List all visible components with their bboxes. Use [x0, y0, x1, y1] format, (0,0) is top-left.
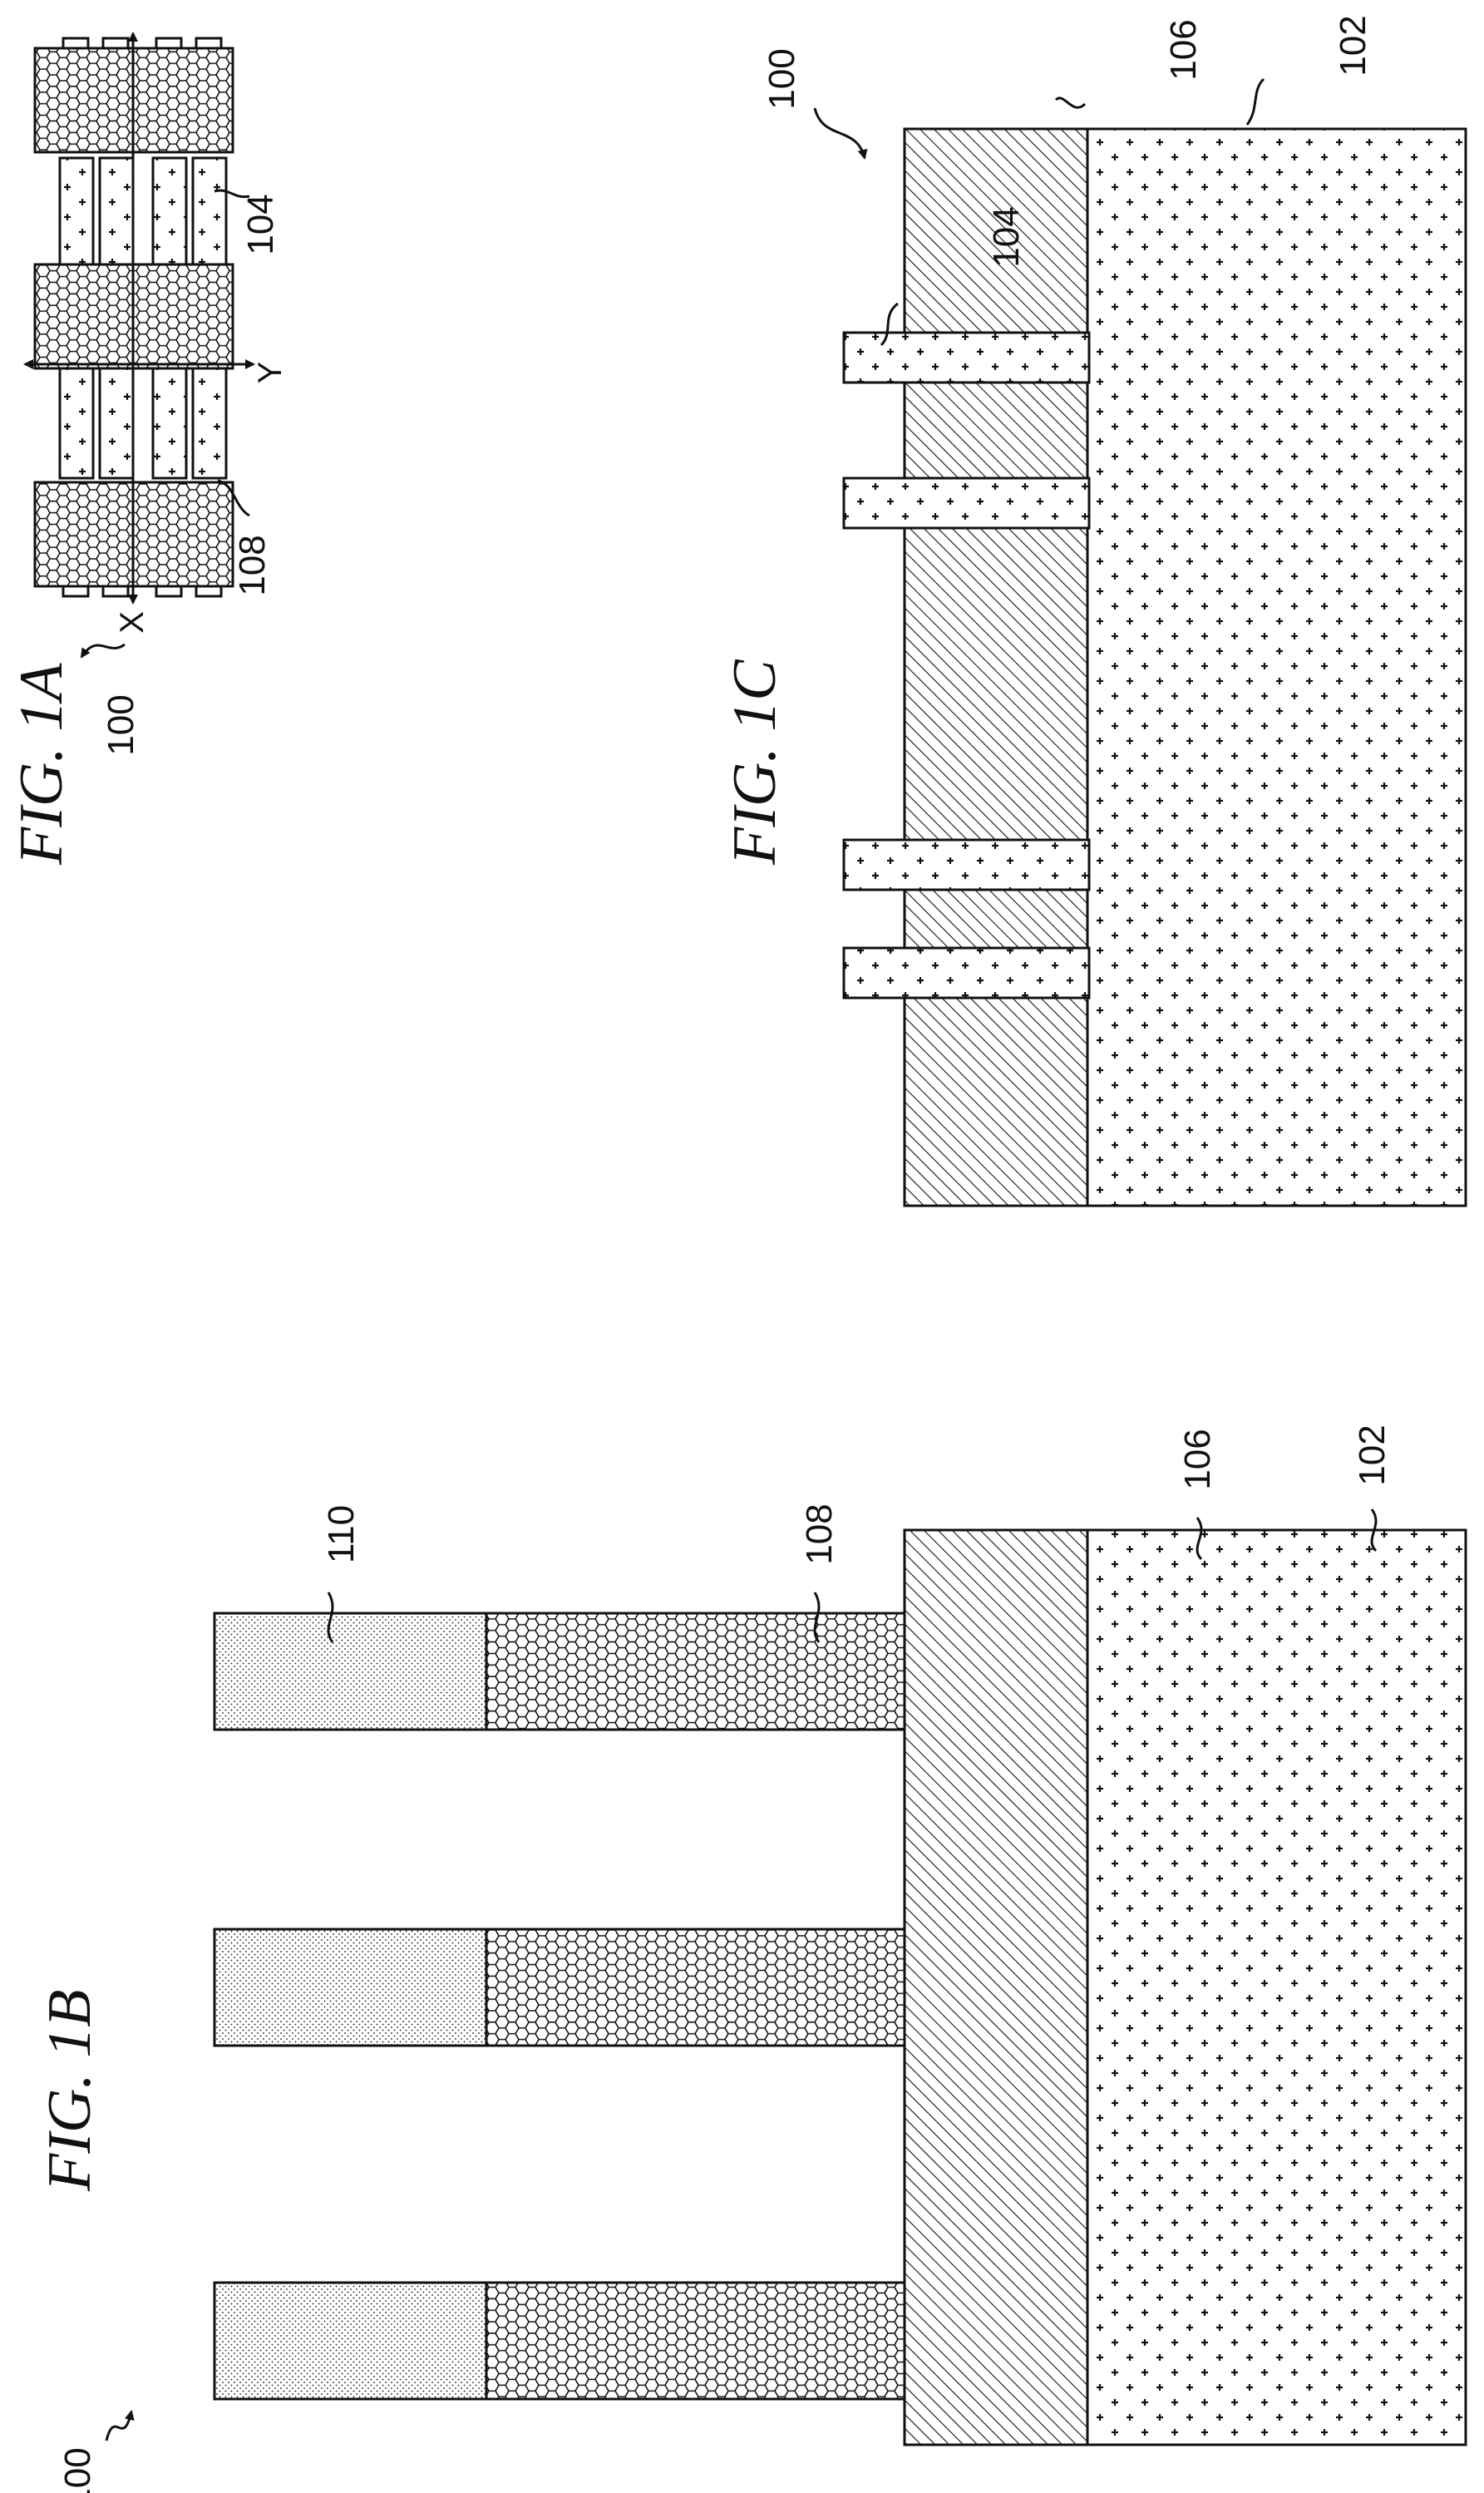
ref-102-1b: 102: [1352, 1424, 1393, 1485]
ref-100-1a: 100: [101, 694, 141, 755]
ref-106-1b: 106: [1177, 1429, 1218, 1489]
substrate-102-1c: [1087, 129, 1466, 1206]
substrate-102-1b: [1087, 1530, 1466, 2445]
figure-1a: X Y 104 108 100 FIG. 1A: [7, 33, 288, 866]
x-axis-label: X: [114, 611, 150, 634]
ref-108-1a: 108: [232, 535, 273, 595]
ref-102-1c: 102: [1333, 15, 1373, 76]
figure-1c-title: FIG. 1C: [721, 659, 789, 866]
isolation-106-1c: [905, 129, 1087, 1206]
leader-106-1c: [1056, 98, 1085, 107]
y-axis-label: Y: [252, 362, 288, 384]
ref-106-1c: 106: [1163, 19, 1204, 80]
ref-108-1b: 108: [799, 1503, 840, 1564]
ref-100-1b: 100: [57, 2447, 98, 2493]
arrow-100-1c: [815, 108, 865, 158]
arrow-100-1b: [106, 2412, 131, 2441]
ref-100-1c: 100: [762, 48, 802, 109]
isolation-106-1b: [905, 1530, 1087, 2445]
figure-1c: 106 102 104 100 FIG. 1C: [721, 15, 1466, 1206]
figure-1b: 110 108 106 102 100 FIG. 1B: [36, 1424, 1466, 2493]
ref-104-1a: 104: [240, 194, 281, 254]
hardmask-caps-110-1b: [214, 1613, 486, 2399]
figure-1a-title: FIG. 1A: [7, 663, 76, 866]
ref-104-1c: 104: [986, 206, 1027, 267]
leader-102-1c: [1247, 79, 1264, 125]
figure-1b-title: FIG. 1B: [36, 1990, 104, 2193]
arrow-100-1a: [81, 644, 125, 657]
ref-110-1b: 110: [321, 1505, 362, 1563]
gate-stacks-1b: [486, 1613, 905, 2399]
